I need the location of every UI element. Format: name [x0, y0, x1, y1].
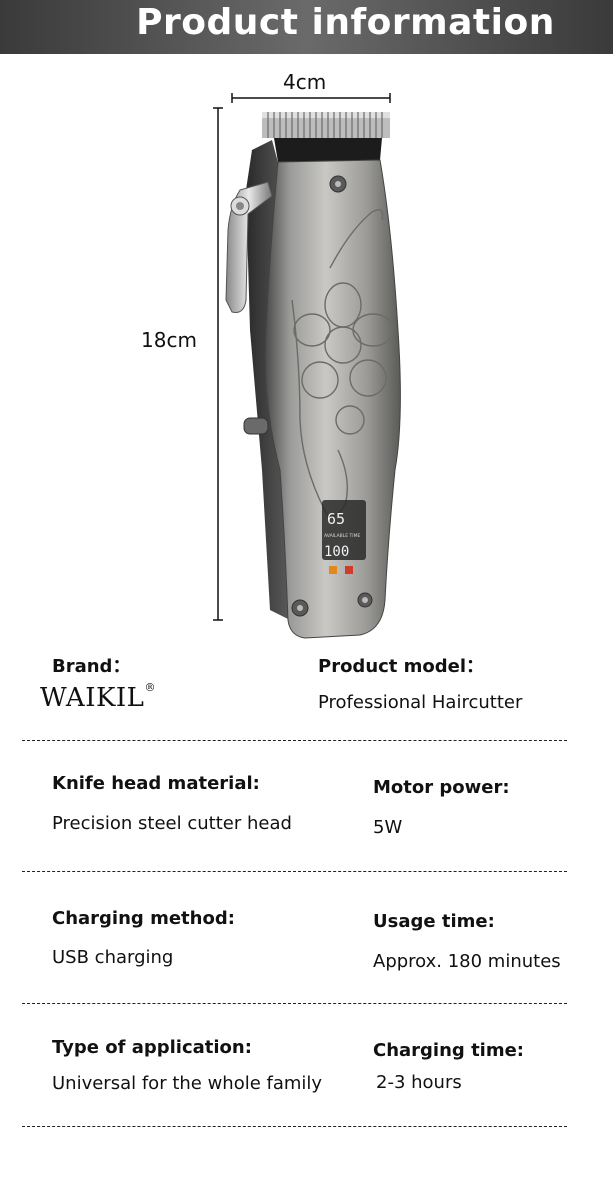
product-dimension-diagram: 65 AVAILABLE TIME 100	[213, 93, 401, 639]
blade-adjust-lever	[225, 181, 273, 313]
motor-power-label: Motor power:	[373, 777, 510, 798]
header-banner: Product information	[0, 0, 613, 54]
product-image-area: 65 AVAILABLE TIME 100	[0, 54, 613, 644]
blade-teeth	[262, 112, 390, 138]
status-indicator-icon	[329, 566, 337, 574]
power-switch	[243, 417, 269, 435]
width-dimension-label: 4cm	[283, 70, 327, 94]
application-type-label: Type of application:	[52, 1037, 252, 1058]
brand-value: WAIKIL	[40, 683, 145, 713]
screw-icon	[291, 175, 373, 617]
charging-method-label: Charging method:	[52, 908, 235, 929]
display-available-time-label: AVAILABLE TIME	[324, 533, 361, 539]
display-digits-top: 65	[327, 510, 345, 528]
charging-time-label: Charging time:	[373, 1040, 525, 1061]
battery-indicator-icon	[345, 566, 353, 574]
height-dimension-label: 18cm	[141, 328, 197, 352]
height-dimension-line	[213, 107, 223, 621]
divider	[22, 871, 567, 872]
divider	[22, 1126, 567, 1127]
brand-logo: WAIKIL®	[40, 681, 156, 713]
blade-material-label: Knife head material:	[52, 773, 260, 794]
width-dimension-line	[231, 93, 391, 103]
usage-time-value: Approx. 180 minutes	[373, 951, 561, 972]
page-title: Product information	[136, 2, 555, 43]
charging-method-value: USB charging	[52, 947, 174, 968]
registered-mark: ®	[144, 681, 156, 694]
charging-time-value: 2-3 hours	[376, 1072, 462, 1093]
lcd-display: 65 AVAILABLE TIME 100	[322, 500, 366, 574]
divider	[22, 1003, 567, 1004]
motor-power-value: 5W	[373, 817, 403, 838]
product-model-value: Professional Haircutter	[318, 692, 523, 713]
usage-time-label: Usage time:	[373, 911, 495, 932]
blade-material-value: Precision steel cutter head	[52, 813, 292, 834]
application-type-value: Universal for the whole family	[52, 1073, 323, 1094]
divider	[22, 740, 567, 741]
product-model-label: Product model：	[318, 656, 485, 677]
hair-clipper-product-image: 65 AVAILABLE TIME 100	[225, 112, 401, 639]
brand-label: Brand：	[52, 656, 131, 677]
display-digits-bottom: 100	[324, 544, 349, 560]
